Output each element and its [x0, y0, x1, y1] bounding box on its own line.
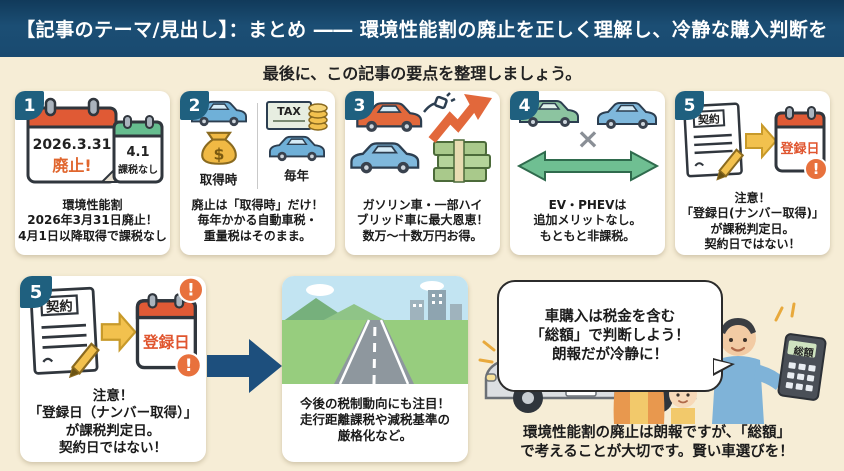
next-arrow-icon: [207, 339, 282, 393]
road-illustration: [282, 276, 468, 384]
registration-label: 登録日: [142, 333, 190, 352]
exclamation-icon: !: [177, 276, 202, 304]
card-caption: 廃止は「取得時」だけ！ 毎年かかる自動車税・ 重量税はそのまま。: [191, 197, 324, 243]
registration-calendar-icon: 登録日 !: [774, 106, 828, 181]
no-tax-label: 課税なし: [118, 163, 158, 176]
speech-bubble: 車購入は税金を含む 「総額」で判断しよう！ 朗報だが冷静に！: [497, 280, 735, 393]
rising-arrow-icon: [428, 94, 492, 143]
arrow-right-icon: [744, 122, 777, 160]
card-caption: 注意！ 「登録日(ナンバー取得)」 が課税判定日。 契約日ではない！: [681, 191, 824, 252]
exclamation-icon: !: [803, 157, 828, 181]
card-caption: 注意！ 「登録日（ナンバー取得）」 が課税判定日。 契約日ではない！: [28, 388, 198, 456]
father-figure: [712, 318, 784, 424]
car-icon: [268, 135, 325, 162]
cloud-icon: [420, 281, 444, 291]
summary-card-5: 5 契約: [675, 91, 830, 255]
calculator-icon: 総額: [777, 333, 827, 401]
plug-icon: [422, 92, 456, 113]
calculator-screen-label: 総額: [793, 344, 815, 360]
exclamation-mark: !: [185, 356, 193, 375]
speech-bubble-tail: [713, 358, 735, 377]
annual-column: TAX 毎年: [258, 99, 335, 193]
ev-phev-illustration: ×: [510, 91, 665, 193]
savings-illustration: [345, 91, 500, 193]
subtitle: 最後に、この記事の要点を整理しましょう。: [262, 64, 582, 83]
dollar-symbol: $: [213, 145, 224, 164]
exclamation-mark: !: [812, 160, 819, 178]
buildings-icon: [410, 290, 462, 322]
cloud-icon: [306, 284, 334, 296]
contract-label: 契約: [696, 112, 720, 127]
card-number-badge: 4: [510, 91, 539, 120]
card-number-badge: 5: [675, 91, 704, 120]
exclamation-icon: !: [175, 352, 202, 379]
summary-card-4: 4 ×: [510, 91, 665, 255]
mountain-icon: [320, 304, 388, 322]
card-number-badge: 3: [345, 91, 374, 120]
registration-date-illustration: 契約: [675, 91, 830, 191]
ev-comparison-icon: ×: [516, 100, 659, 182]
card-caption: EV・PHEVは 追加メリットなし。 もともと非課税。: [533, 197, 642, 243]
road-surface: [334, 320, 414, 384]
card-number-badge: 2: [180, 91, 209, 120]
tax-label: TAX: [277, 105, 301, 118]
pencil-icon: [715, 148, 744, 181]
hybrid-car-icon: [349, 142, 419, 174]
cars-money-arrow-icon: [349, 92, 492, 183]
contract-label: 契約: [45, 297, 74, 315]
bottom-row: 5 契約: [0, 276, 844, 466]
conclusion-zone: 車購入は税金を含む 「総額」で判断しよう！ 朗報だが冷静に！: [470, 276, 844, 466]
abolition-calendar-icon: 2026.3.31 廃止! 4.1 課税なし: [26, 97, 163, 184]
page-title: 【記事のテーマ/見出し】：まとめ ―― 環境性能割の廃止を正しく理解し、冷静な購…: [16, 19, 828, 41]
speech-bubble-text: 車購入は税金を含む 「総額」で判断しよう！ 朗報だが冷静に！: [530, 308, 690, 363]
no-tax-date: 4.1: [126, 145, 149, 160]
summary-card-2: 2 $ 取得時: [180, 91, 335, 255]
summary-card-1: 1 2026.3.31 廃止! 4.1 課税なし: [15, 91, 170, 255]
arrow-right-icon: [100, 311, 137, 353]
contract-document-icon: 契約: [682, 102, 744, 181]
card-number-badge: 1: [15, 91, 44, 120]
contract-to-registration-icon: 契約: [682, 102, 828, 181]
card-caption: 今後の税制動向にも注目！ 走行距離課税や減税基準の 厳格化など。: [299, 396, 450, 443]
coins-icon: [307, 103, 328, 131]
phev-car-icon: [596, 102, 657, 129]
summary-cards-row: 1 2026.3.31 廃止! 4.1 課税なし: [15, 91, 830, 255]
header-bar: 【記事のテーマ/見出し】：まとめ ―― 環境性能割の廃止を正しく理解し、冷静な購…: [0, 0, 844, 57]
conclusion-caption: 環境性能割の廃止は朗報ですが、「総額」 で考えることが大切です。賢い車選びを！: [520, 425, 794, 460]
annual-label: 毎年: [283, 168, 309, 183]
registration-calendar-icon: 登録日 ! !: [135, 276, 202, 379]
summary-card-5-large: 5 契約: [20, 276, 206, 462]
registration-date-illustration: 契約: [20, 276, 206, 388]
contract-to-registration-icon: 契約: [29, 276, 202, 379]
sparkle-icon: [478, 302, 796, 364]
registration-label: 登録日: [779, 141, 819, 157]
card-caption: 環境性能割 2026年3月31日廃止！ 4月1日以降取得で課税なし: [18, 197, 167, 243]
abolition-date: 2026.3.31: [32, 137, 111, 153]
acquisition-label: 取得時: [199, 172, 238, 187]
x-icon: ×: [576, 122, 599, 155]
exclamation-mark: !: [187, 280, 195, 299]
summary-card-3: 3: [345, 91, 500, 255]
column-divider: [257, 103, 258, 189]
money-bag-icon: $: [200, 131, 237, 165]
double-arrow-icon: [516, 150, 659, 182]
pencil-icon: [68, 342, 100, 379]
future-outlook-card: 今後の税制動向にも注目！ 走行距離課税や減税基準の 厳格化など。: [282, 276, 468, 462]
card-number-badge: 5: [20, 276, 52, 308]
abolition-label: 廃止!: [52, 156, 91, 175]
tax-document-icon: TAX: [265, 101, 328, 131]
calendar-illustration: 2026.3.31 廃止! 4.1 課税なし: [15, 91, 170, 193]
card-caption: ガソリン車・一部ハイ ブリッド車に最大恩恵！ 数万〜十数万円お得。: [356, 197, 489, 243]
money-stack-icon: [432, 139, 491, 183]
ev-car-icon: [518, 100, 579, 127]
